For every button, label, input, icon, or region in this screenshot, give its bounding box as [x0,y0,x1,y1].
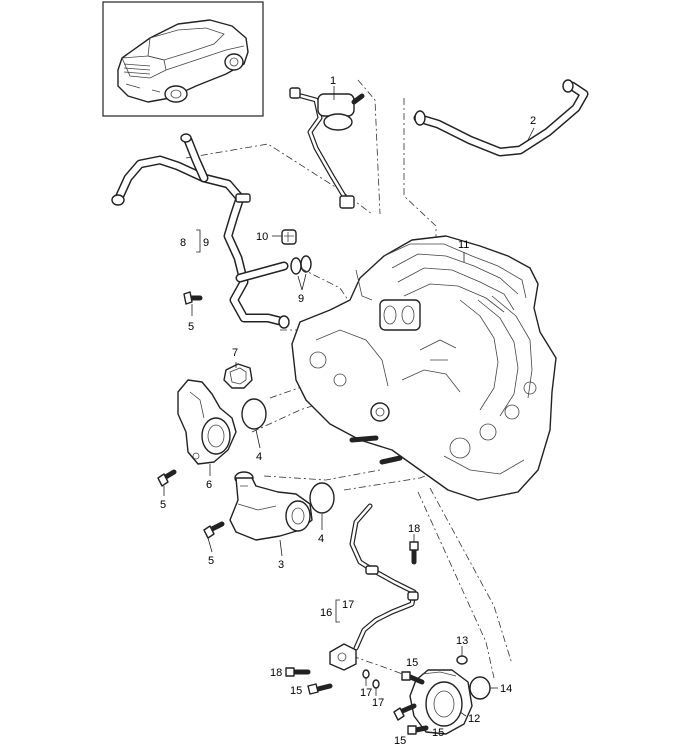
part-12-filter-housing [409,669,473,735]
part-17-seal-1 [362,669,370,679]
vehicle-thumbnail [102,1,264,117]
callout-14: 14 [500,683,512,695]
sensor-bracket [329,643,357,671]
bolt-15-lower-right [407,725,429,735]
part-8-hose-assembly [111,133,290,329]
part-17-seal-2 [372,679,380,689]
callout-2: 2 [530,115,536,127]
callout-9-rings: 9 [298,293,304,305]
part-14-o-ring [469,676,491,700]
callout-17-bracket: 17 [342,599,354,611]
callout-3: 3 [278,559,284,571]
part-6-housing [177,379,237,465]
bolt-15-left [307,683,333,695]
callout-15-upper-right: 15 [406,657,418,669]
callout-16: 16 [320,607,332,619]
callout-11: 11 [458,239,469,251]
car-icon [117,19,249,103]
callout-5-middle: 5 [160,499,166,511]
part-4-o-ring-upper [241,398,267,430]
callout-6: 6 [206,479,212,491]
bolt-15-lower-left [393,703,417,721]
bolt-5-middle [157,469,177,487]
callout-8: 8 [180,237,186,249]
callout-15-lower-left: 15 [394,735,406,747]
part-7-gasket [223,363,253,389]
part-2-hose [413,79,589,157]
callout-7: 7 [232,347,238,359]
bolt-15-upper-right [401,671,425,685]
callout-5-upper: 5 [188,321,194,333]
bolt-18-lower [285,667,311,677]
part-3-thermostat-housing [229,471,313,541]
callout-9-bracket: 9 [203,237,209,249]
callout-15-lower-right: 15 [432,727,444,739]
part-10-clip [281,229,297,245]
callout-18-lower: 18 [270,667,282,679]
part-16-pipe [349,503,419,651]
callout-17-seal-2: 17 [372,697,384,709]
part-1-valve [289,87,365,209]
bolt-5-upper [183,291,203,305]
callout-10: 10 [256,231,268,243]
callouts: 1 2 11 10 8 9 9 5 7 4 6 5 4 5 3 18 16 17… [160,75,536,747]
leader-lines [163,86,535,717]
callout-1: 1 [330,75,336,87]
callout-13: 13 [456,635,468,647]
callout-5-lower: 5 [208,555,214,567]
callout-4-lower: 4 [318,533,324,545]
part-9-o-rings [290,255,312,275]
callout-12: 12 [468,713,480,725]
part-4-o-ring-lower [309,482,335,514]
engine-block [291,235,557,501]
callout-18-upper: 18 [408,523,420,535]
part-13-seal [456,655,468,665]
callout-17-seal-1: 17 [360,687,372,699]
bolt-5-lower [203,521,225,539]
callout-4-upper: 4 [256,451,262,463]
callout-15-left: 15 [290,685,302,697]
bolt-18-upper [409,541,419,565]
